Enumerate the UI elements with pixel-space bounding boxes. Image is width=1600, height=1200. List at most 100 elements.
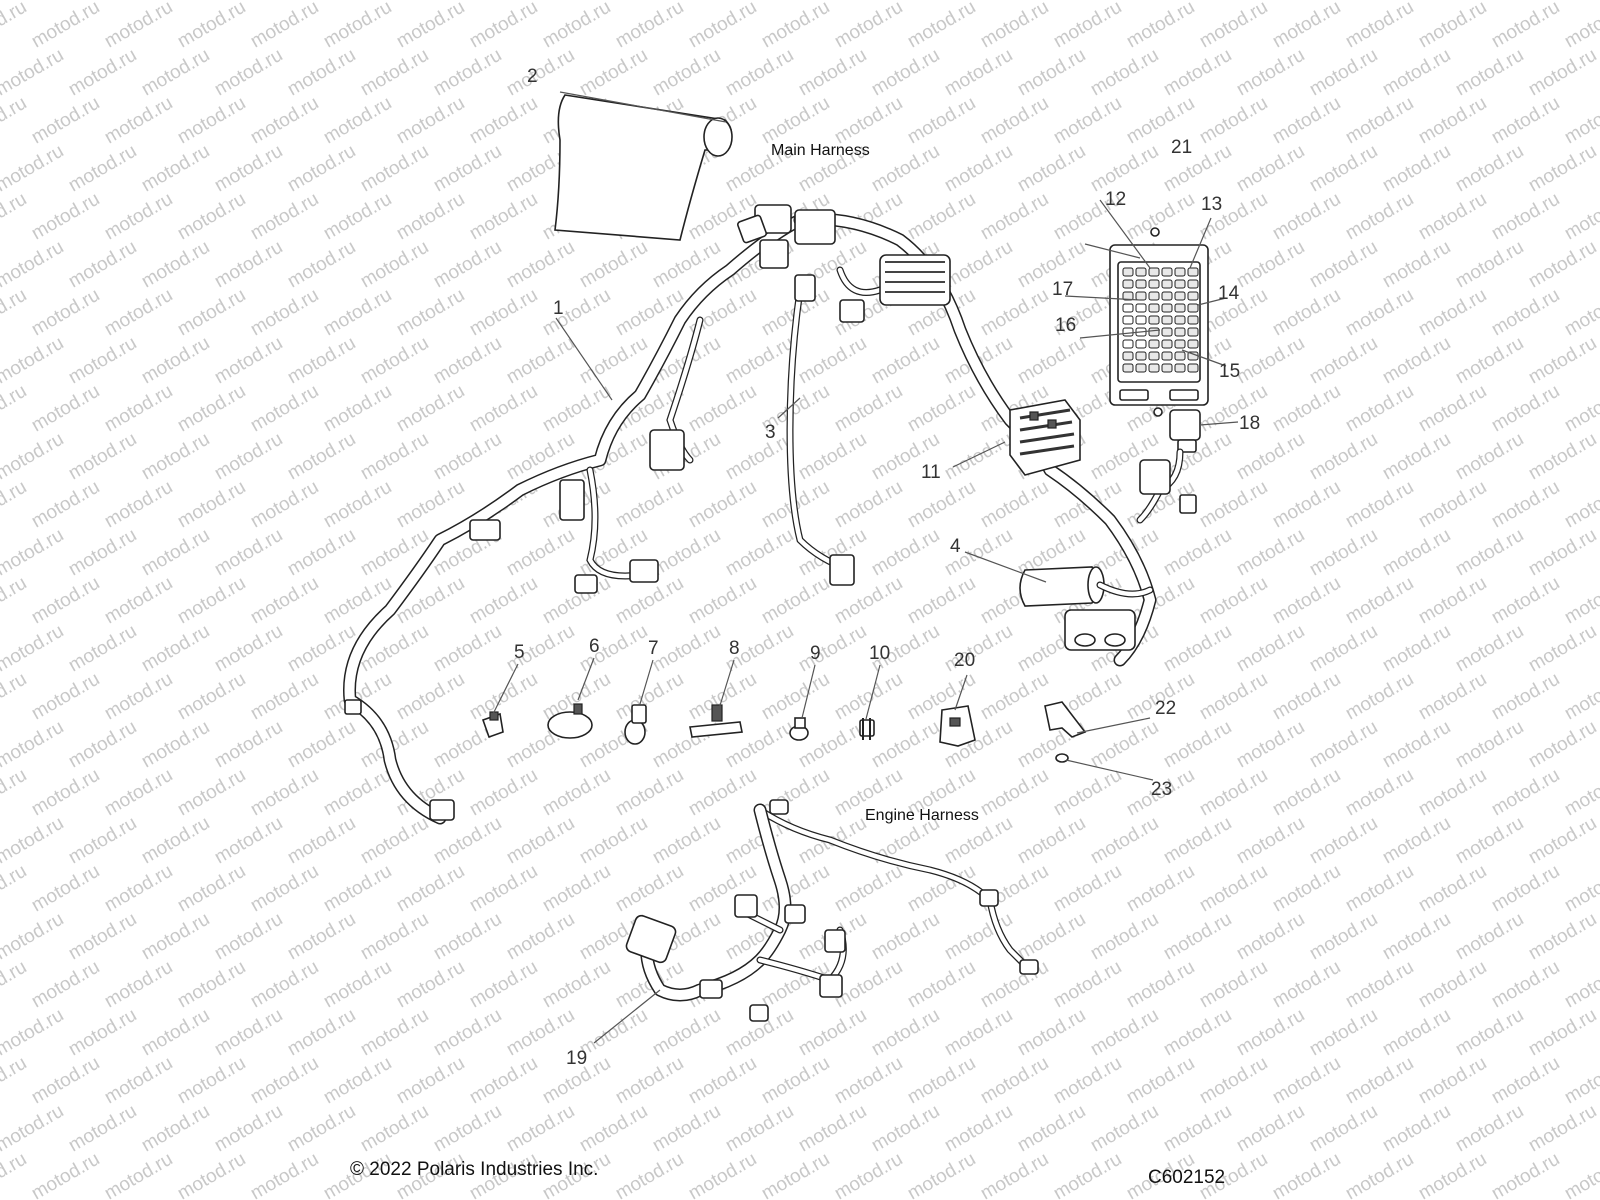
watermark-text: motod.ru (539, 0, 614, 52)
watermark-text: motod.ru (831, 93, 906, 149)
watermark-text: motod.ru (576, 0, 651, 4)
watermark-text: motod.ru (1233, 45, 1308, 101)
watermark-text: motod.ru (685, 573, 760, 629)
watermark-text: motod.ru (28, 669, 103, 725)
watermark-text: motod.ru (868, 141, 943, 197)
fuse-slot (1122, 339, 1134, 349)
watermark-text: motod.ru (1050, 861, 1125, 917)
watermark-text: motod.ru (0, 0, 30, 52)
watermark-text: motod.ru (1269, 189, 1344, 245)
watermark-text: motod.ru (0, 141, 67, 197)
fuse-slot (1187, 363, 1199, 373)
watermark-text: motod.ru (320, 189, 395, 245)
watermark-text: motod.ru (1306, 813, 1381, 869)
watermark-text: motod.ru (868, 717, 943, 773)
watermark-text: motod.ru (795, 1101, 870, 1157)
fuse-slot (1135, 363, 1147, 373)
watermark-text: motod.ru (1379, 1005, 1454, 1061)
part-1-main-harness (343, 204, 1157, 825)
watermark-text: motod.ru (649, 1101, 724, 1157)
watermark-text: motod.ru (1488, 573, 1563, 629)
watermark-text: motod.ru (247, 765, 322, 821)
watermark-text: motod.ru (503, 0, 578, 4)
watermark-text: motod.ru (1269, 765, 1344, 821)
watermark-text: motod.ru (1561, 93, 1600, 149)
callout-6: 6 (589, 636, 600, 657)
watermark-text: motod.ru (320, 285, 395, 341)
watermark-text: motod.ru (795, 45, 870, 101)
callout-4: 4 (950, 536, 961, 557)
watermark-text: motod.ru (1561, 477, 1600, 533)
fuse-slot (1161, 267, 1173, 277)
watermark-text: motod.ru (0, 573, 30, 629)
watermark-text: motod.ru (1452, 1005, 1527, 1061)
fuse-slot (1174, 339, 1186, 349)
watermark-text: motod.ru (0, 669, 30, 725)
fuse-slot (1148, 315, 1160, 325)
part-4-cylinder (1019, 566, 1154, 651)
fuse-slot (1135, 303, 1147, 313)
watermark-text: motod.ru (466, 669, 541, 725)
fuse-slot (1174, 351, 1186, 361)
watermark-text: motod.ru (1342, 477, 1417, 533)
part-7-cable-tie (624, 704, 647, 745)
watermark-text: motod.ru (357, 333, 432, 389)
watermark-text: motod.ru (868, 1101, 943, 1157)
watermark-text: motod.ru (1379, 237, 1454, 293)
watermark-text: motod.ru (211, 621, 286, 677)
watermark-text: motod.ru (284, 813, 359, 869)
fuse-slot (1148, 351, 1160, 361)
watermark-text: motod.ru (138, 525, 213, 581)
watermark-text: motod.ru (320, 957, 395, 1013)
watermark-text: motod.ru (1306, 0, 1381, 4)
watermark-text: motod.ru (1561, 861, 1600, 917)
callout-13: 13 (1201, 194, 1222, 215)
callout-20: 20 (954, 650, 975, 671)
watermark-text: motod.ru (1488, 285, 1563, 341)
watermark-text: motod.ru (539, 861, 614, 917)
watermark-text: motod.ru (1196, 477, 1271, 533)
watermark-text: motod.ru (284, 717, 359, 773)
watermark-text: motod.ru (576, 1101, 651, 1157)
watermark-text: motod.ru (357, 909, 432, 965)
watermark-text: motod.ru (1306, 1005, 1381, 1061)
watermark-text: motod.ru (1379, 141, 1454, 197)
watermark-text: motod.ru (1014, 1005, 1089, 1061)
watermark-text: motod.ru (0, 957, 30, 1013)
watermark-text: motod.ru (1306, 45, 1381, 101)
fuse-slot (1122, 279, 1134, 289)
watermark-text: motod.ru (503, 813, 578, 869)
watermark-text: motod.ru (28, 93, 103, 149)
watermark-text: motod.ru (1160, 621, 1235, 677)
watermark-text: motod.ru (1196, 861, 1271, 917)
watermark-text: motod.ru (466, 189, 541, 245)
fuse-slot (1161, 303, 1173, 313)
callout-23: 23 (1151, 779, 1172, 800)
watermark-text: motod.ru (1233, 1101, 1308, 1157)
watermark-text: motod.ru (284, 1101, 359, 1157)
watermark-text: motod.ru (868, 333, 943, 389)
part-6-clamp (547, 703, 593, 739)
watermark-text: motod.ru (320, 93, 395, 149)
watermark-text: motod.ru (1233, 909, 1308, 965)
watermark-text: motod.ru (393, 285, 468, 341)
watermark-text: motod.ru (0, 525, 67, 581)
watermark-text: motod.ru (1379, 45, 1454, 101)
fuse-slot (1187, 279, 1199, 289)
watermark-text: motod.ru (941, 141, 1016, 197)
watermark-text: motod.ru (430, 621, 505, 677)
watermark-text: motod.ru (101, 93, 176, 149)
watermark-text: motod.ru (831, 1053, 906, 1109)
watermark-text: motod.ru (758, 93, 833, 149)
watermark-text: motod.ru (1233, 1005, 1308, 1061)
watermark-text: motod.ru (247, 0, 322, 52)
watermark-text: motod.ru (1452, 333, 1527, 389)
watermark-text: motod.ru (28, 189, 103, 245)
watermark-text: motod.ru (904, 381, 979, 437)
watermark-text: motod.ru (247, 861, 322, 917)
watermark-text: motod.ru (612, 765, 687, 821)
watermark-text: motod.ru (1087, 1005, 1162, 1061)
watermark-text: motod.ru (904, 93, 979, 149)
watermark-text: motod.ru (1525, 621, 1600, 677)
watermark-text: motod.ru (868, 1005, 943, 1061)
